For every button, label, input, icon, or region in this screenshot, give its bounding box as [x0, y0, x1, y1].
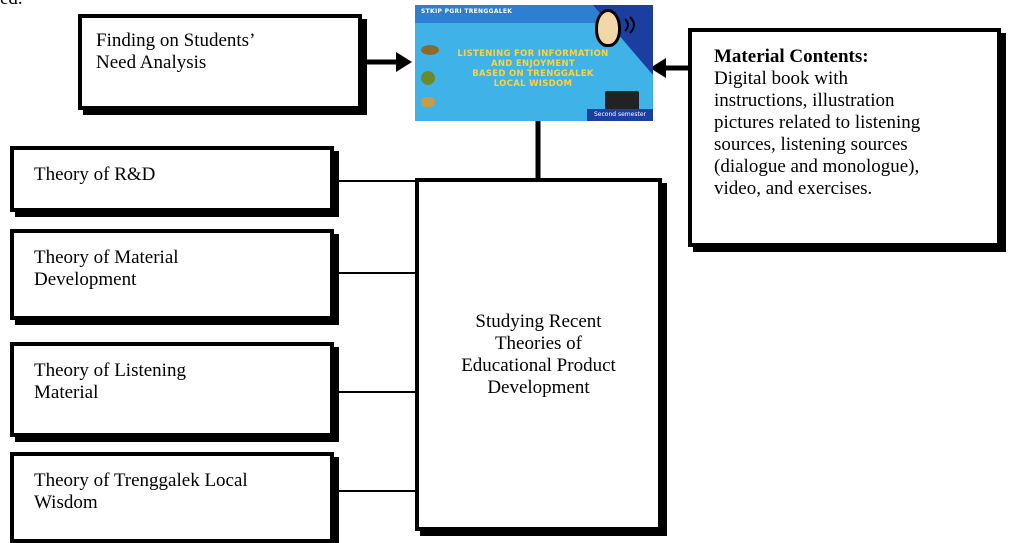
center-studying-box: Studying Recent Theories of Educational …: [415, 178, 662, 531]
material-contents-box: Material Contents: Digital book with ins…: [688, 28, 1001, 247]
ear-icon: [595, 9, 621, 47]
cover-school-name: STKIP PGRI TRENGGALEK: [421, 8, 513, 15]
theory-local-wisdom-text: Theory of Trenggalek Local Wisdom: [34, 470, 248, 513]
arrow-head-left: [396, 52, 412, 72]
theory-rnd-text: Theory of R&D: [34, 164, 156, 185]
center-studying-text: Studying Recent Theories of Educational …: [461, 310, 616, 398]
cover-semester: Second semester: [587, 109, 653, 121]
laptop-icon: [605, 91, 639, 111]
theory-material-dev-text: Theory of Material Development: [34, 247, 179, 290]
theory-material-dev-box: Theory of Material Development: [10, 229, 334, 320]
arrow-head-right: [650, 58, 666, 78]
food-illustration-icon: [421, 71, 435, 85]
theory-local-wisdom-box: Theory of Trenggalek Local Wisdom: [10, 452, 334, 543]
theory-listening-box: Theory of Listening Material: [10, 342, 334, 437]
cover-title: LISTENING FOR INFORMATION AND ENJOYMENT …: [457, 49, 609, 89]
theory-listening-text: Theory of Listening Material: [34, 360, 186, 403]
finding-text: Finding on Students’ Need Analysis: [96, 30, 256, 73]
material-heading: Material Contents:: [714, 46, 869, 67]
finding-box: Finding on Students’ Need Analysis: [78, 14, 362, 110]
food-illustration-icon: [421, 45, 439, 55]
sound-wave-icon: [624, 16, 635, 34]
material-body: Digital book with instructions, illustra…: [714, 68, 921, 199]
theory-rnd-box: Theory of R&D: [10, 146, 334, 212]
book-cover-image: STKIP PGRI TRENGGALEK LISTENING FOR INFO…: [415, 5, 653, 121]
top-text-fragment: ed.: [0, 0, 23, 10]
food-illustration-icon: [421, 97, 435, 107]
